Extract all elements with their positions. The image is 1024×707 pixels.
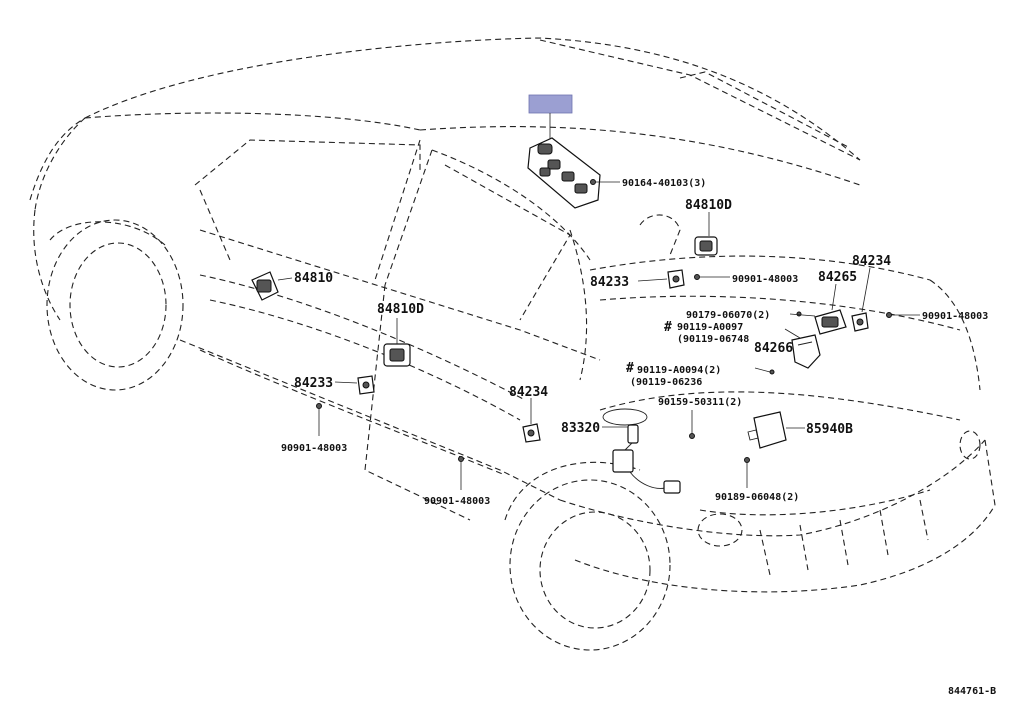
- bolt-icon: [769, 369, 775, 375]
- label-90164: 90164-40103(3): [622, 178, 706, 189]
- courtesy-switch-84233-top[interactable]: [667, 269, 685, 289]
- label-84233-top: 84233: [590, 275, 629, 290]
- label-90901-bottom: 90901-48003: [424, 496, 490, 507]
- bolt-icon: [689, 433, 695, 439]
- label-83320: 83320: [561, 421, 600, 436]
- label-90179: 90179-06070(2): [686, 310, 770, 321]
- master-window-switch[interactable]: [527, 137, 601, 209]
- screw-icon: [744, 457, 750, 463]
- label-84810d-top: 84810D: [685, 198, 732, 213]
- switch-84810d-top[interactable]: [694, 236, 718, 256]
- screw-icon: [694, 274, 700, 280]
- switch-84810-left[interactable]: [251, 271, 279, 301]
- switch-84234-mid[interactable]: [522, 423, 541, 443]
- label-84234-right: 84234: [852, 254, 891, 269]
- label-90189: 90189-06048(2): [715, 492, 799, 503]
- label-90901-a: 90901-48003: [732, 274, 798, 285]
- switch-84234-right[interactable]: [851, 312, 869, 332]
- label-hash-2: #: [626, 361, 634, 376]
- label-84234-mid: 84234: [509, 385, 548, 400]
- screw-icon: [590, 179, 596, 185]
- label-90901-right: 90901-48003: [922, 311, 988, 322]
- label-hash-1: #: [664, 320, 672, 335]
- label-84266: 84266: [754, 341, 793, 356]
- label-90119-06748: (90119-06748: [677, 334, 749, 345]
- label-90119-06236: (90119-06236: [630, 377, 702, 388]
- switch-84265[interactable]: [814, 309, 847, 335]
- label-90901-left: 90901-48003: [281, 443, 347, 454]
- screw-icon: [458, 456, 464, 462]
- courtesy-switch-84233-left[interactable]: [357, 375, 375, 395]
- bolt-icon: [796, 311, 802, 317]
- label-84265: 84265: [818, 270, 857, 285]
- diagram-reference: 844761-B: [948, 686, 996, 697]
- label-90159: 90159-50311(2): [658, 397, 742, 408]
- screw-icon: [316, 403, 322, 409]
- bracket-84266[interactable]: [791, 334, 821, 369]
- label-90119-a0094: 90119-A0094(2): [637, 365, 721, 376]
- screw-icon: [886, 312, 892, 318]
- switch-84810d-mid[interactable]: [383, 343, 411, 367]
- label-84810d-mid: 84810D: [377, 302, 424, 317]
- label-85940b: 85940B: [806, 422, 853, 437]
- highlight-box[interactable]: [528, 94, 573, 114]
- label-90119-a0097: 90119-A0097: [677, 322, 743, 333]
- label-84233-left: 84233: [294, 376, 333, 391]
- sensor-83320[interactable]: [602, 408, 681, 494]
- relay-85940b[interactable]: [747, 411, 787, 449]
- vehicle-body-outline: [29, 37, 996, 651]
- label-84810: 84810: [294, 271, 333, 286]
